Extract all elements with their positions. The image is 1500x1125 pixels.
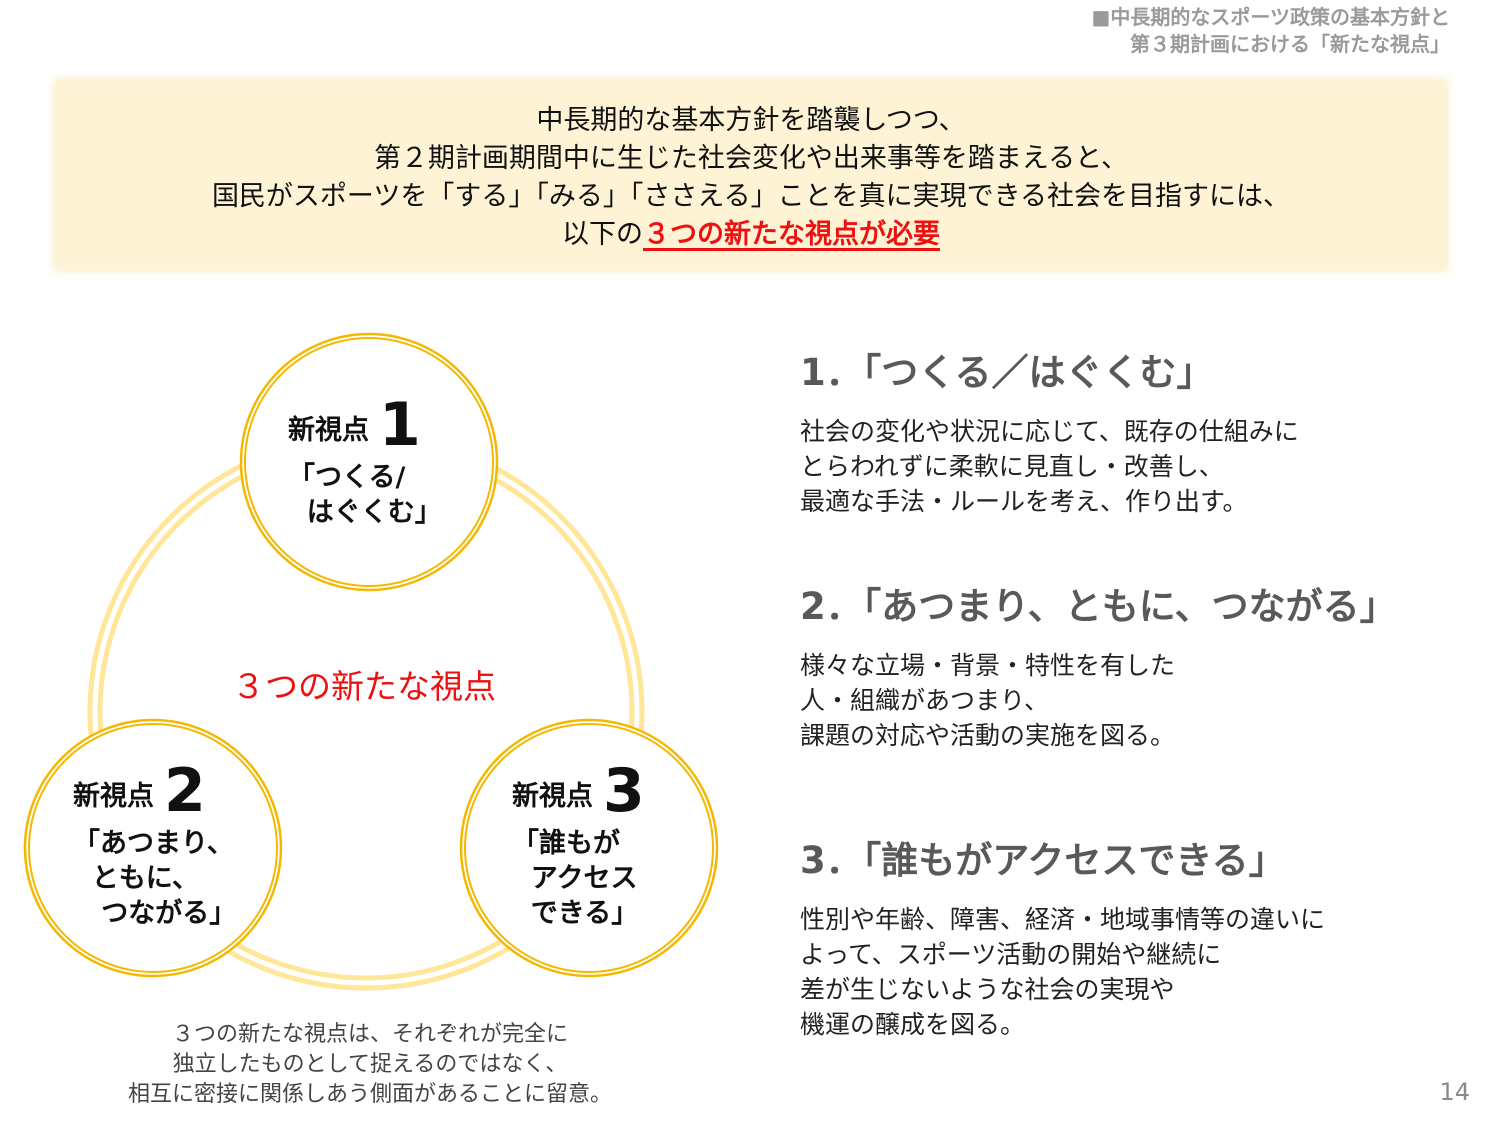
- section-1: 1．「つくる／はぐくむ」 社会の変化や状況に応じて、既存の仕組みに とらわれずに…: [800, 342, 1299, 519]
- intro-line4: 以下の３つの新たな視点が必要: [57, 216, 1445, 254]
- viewpoint-circle-2: [23, 718, 283, 978]
- corner-title-line1: ■中長期的なスポーツ政策の基本方針と: [1091, 5, 1451, 29]
- diagram-note: ３つの新たな視点は、それぞれが完全に 独立したものとして捉えるのではなく、 相互…: [75, 1020, 665, 1110]
- section-3-body: 性別や年齢、障害、経済・地域事情等の違いに よって、スポーツ活動の開始や継続に …: [800, 905, 1326, 1039]
- viewpoint-circle-3-inner: [464, 723, 714, 973]
- note-line1: ３つの新たな視点は、それぞれが完全に: [171, 1022, 568, 1047]
- section-2-title: 2．「あつまり、ともに、つながる」: [800, 585, 1397, 628]
- viewpoint-1-subtitle: 「つくる/ はぐくむ」: [288, 462, 442, 528]
- section-1-title: 1．「つくる／はぐくむ」: [800, 351, 1214, 394]
- intro-box: 中長期的な基本方針を踏襲しつつ、 第２期計画期間中に生じた社会変化や出来事等を踏…: [57, 82, 1445, 268]
- section-3-title: 3．「誰もがアクセスできる」: [800, 839, 1286, 882]
- intro-line3: 国民がスポーツを「する」「みる」「ささえる」ことを真に実現できる社会を目指すには…: [211, 181, 1291, 212]
- viewpoint-diagram: [23, 332, 719, 991]
- viewpoint-circle-1-inner: [244, 337, 494, 587]
- viewpoint-3-label: 新視点 3 「誰もが アクセス できる」: [512, 756, 645, 931]
- note-line2: 独立したものとして捉えるのではなく、: [172, 1052, 568, 1077]
- viewpoint-circle-1: [239, 332, 499, 592]
- viewpoint-2-head: 新視点: [73, 781, 154, 812]
- viewpoint-3-number: 3: [603, 756, 645, 826]
- viewpoint-2-label: 新視点 2 「あつまり、 ともに、 つながる」: [73, 756, 236, 931]
- corner-title-line2: 第３期計画における「新たな視点」: [1130, 32, 1450, 56]
- intro-line1: 中長期的な基本方針を踏襲しつつ、: [536, 105, 966, 136]
- viewpoint-3-subtitle: 「誰もが アクセス できる」: [512, 828, 639, 929]
- section-1-body: 社会の変化や状況に応じて、既存の仕組みに とらわれずに柔軟に見直し・改善し、 最…: [800, 417, 1299, 516]
- diagram-center-label: ３つの新たな視点: [232, 667, 496, 706]
- note-line3: 相互に密接に関係しあう側面があることに留意。: [127, 1082, 612, 1107]
- slide-corner-title: ■中長期的なスポーツ政策の基本方針と 第３期計画における「新たな視点」: [1092, 4, 1451, 58]
- viewpoint-1-head: 新視点: [288, 415, 369, 446]
- viewpoint-2-subtitle: 「あつまり、 ともに、 つながる」: [73, 828, 237, 929]
- section-3: 3．「誰もがアクセスできる」 性別や年齢、障害、経済・地域事情等の違いに よって…: [800, 830, 1325, 1042]
- intro-line4-prefix: 以下の: [562, 219, 643, 250]
- section-2-body: 様々な立場・背景・特性を有した 人・組織があつまり、 課題の対応や活動の実施を図…: [800, 651, 1176, 750]
- intro-line2: 第２期計画期間中に生じた社会変化や出来事等を踏まえると、: [373, 143, 1129, 174]
- page-number: 14: [1439, 1078, 1470, 1106]
- section-2: 2．「あつまり、ともに、つながる」 様々な立場・背景・特性を有した 人・組織があ…: [800, 576, 1397, 753]
- viewpoint-circle-2-inner: [28, 723, 278, 973]
- intro-highlight: ３つの新たな視点が必要: [643, 219, 940, 250]
- viewpoint-1-number: 1: [379, 390, 421, 460]
- viewpoint-circle-3: [459, 718, 719, 978]
- viewpoint-3-head: 新視点: [512, 781, 593, 812]
- viewpoint-1-label: 新視点 1 「つくる/ はぐくむ」: [288, 390, 442, 530]
- viewpoint-2-number: 2: [164, 756, 206, 826]
